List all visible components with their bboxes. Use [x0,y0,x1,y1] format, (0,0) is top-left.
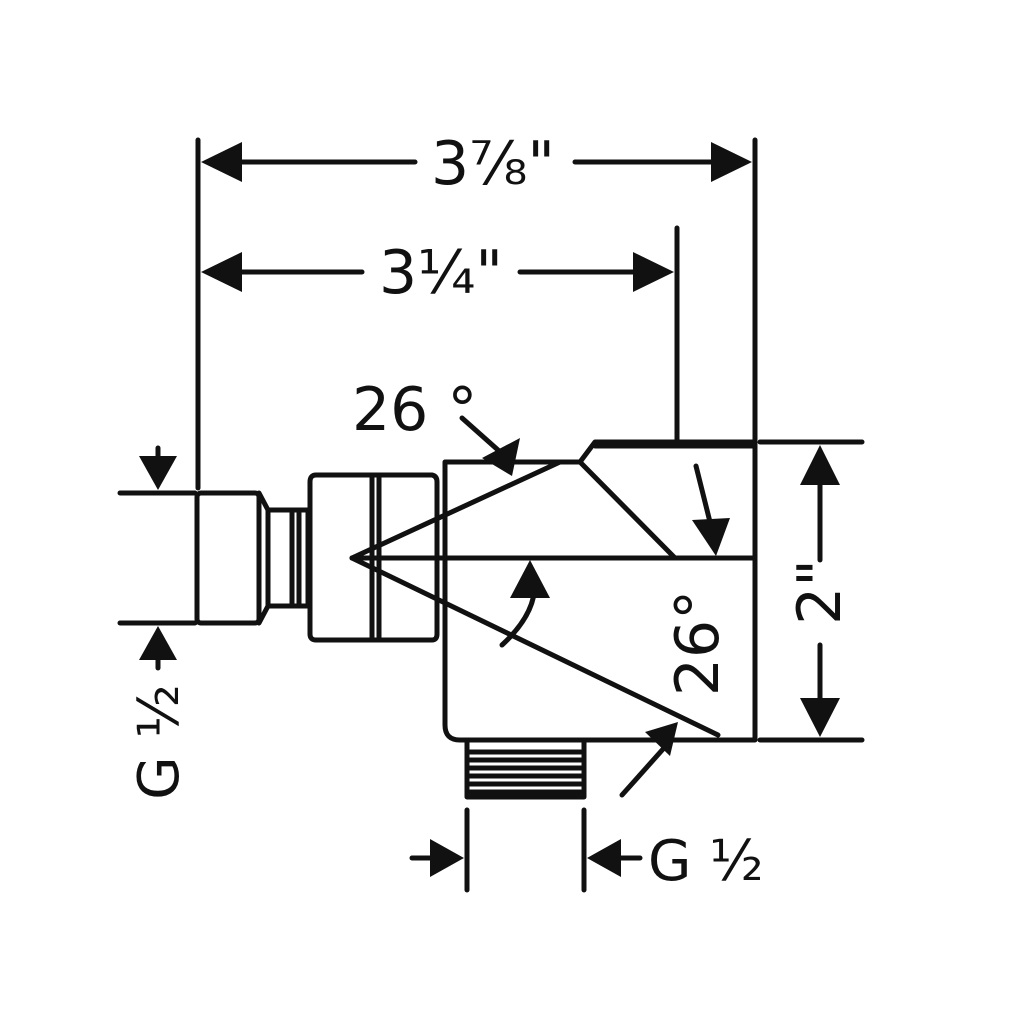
arrow-angle-up [510,560,550,598]
angle-leader-bottom [619,745,667,798]
arrow-overall-left [201,142,242,182]
arrow-angle-top [482,438,520,476]
connector-neck-bottom [256,603,271,626]
bevel-edge [577,459,678,561]
arrow-height-bottom [800,698,840,737]
arrow-angle-side [692,518,730,556]
angle-ray-top [349,459,563,561]
label-angle-side: 26° [663,590,733,696]
arrow-inner-left [201,252,242,292]
connector-neck-top [256,490,271,513]
label-thread-bottom: G ½ [648,829,763,894]
arrow-angle-bottom [645,722,678,756]
arrow-thread-bottom-right [587,839,621,877]
hose-connector [194,490,262,626]
label-inner-width: 3¼" [379,238,503,308]
thread-spigot [464,739,587,800]
arrow-thread-bottom-left [430,839,464,877]
label-height: 2" [785,559,855,625]
arrow-height-top [800,445,840,485]
arrow-overall-right [711,142,752,182]
outlet-body [442,439,758,743]
label-overall-width: 3⅞" [431,129,555,199]
swivel-nut [307,472,440,643]
arrow-inner-right [633,252,674,292]
label-angle-top: 26 ° [352,375,477,445]
angle-leader-top [459,415,501,453]
arrow-thread-left-top [139,456,177,490]
connector-neck [265,507,311,609]
arrow-thread-left-bottom [139,626,177,660]
label-thread-left: G ½ [127,684,192,799]
angle-ray-bottom [349,555,721,738]
